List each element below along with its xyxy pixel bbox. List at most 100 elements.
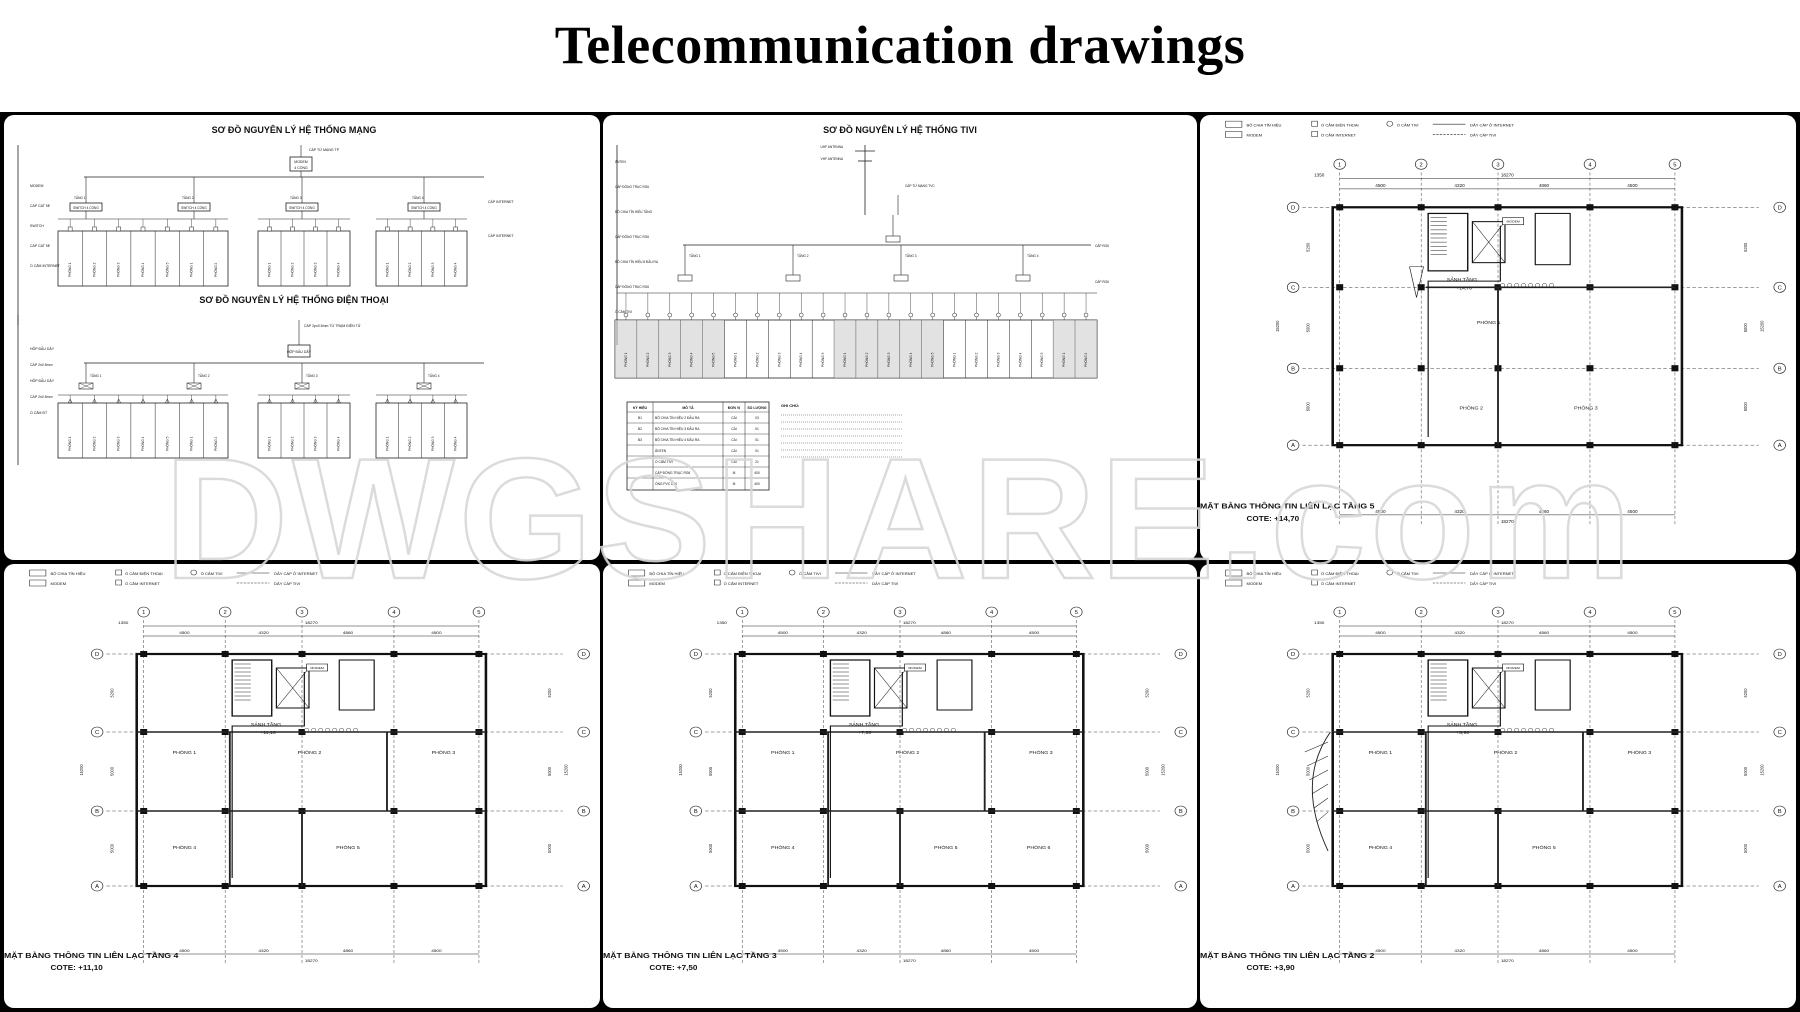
structural-column <box>1336 204 1344 211</box>
grid-col-label: 2 <box>1420 610 1423 616</box>
structural-column <box>1417 204 1425 211</box>
grid-bubble-row-r <box>577 726 590 738</box>
legend-tv: Ổ CẮM TIVI <box>1397 123 1419 128</box>
grid-bubble-row-r <box>1773 201 1786 213</box>
outer-wall <box>1331 206 1684 447</box>
room-label: PHÒNG 3 <box>1029 749 1053 755</box>
internet-outlet-icon <box>313 226 318 232</box>
grid-row-label: B <box>694 809 698 815</box>
grid-bubble-row-r <box>1773 648 1786 660</box>
structural-column <box>390 651 398 657</box>
grid-row-label-r: D <box>1179 652 1183 658</box>
junction-cross <box>294 382 310 390</box>
tv-outlet-icon <box>733 312 738 318</box>
modem-plan-label: MODEM <box>908 666 922 670</box>
row-label: CÁP CAT 5E <box>30 244 51 248</box>
legend-tv: Ổ CẮM TIVI <box>799 571 821 576</box>
grid-bubble <box>472 606 486 618</box>
dim-side: 5000 <box>109 844 114 853</box>
structural-column <box>1671 365 1679 372</box>
tv-room-label: PHÒNG 1 <box>952 352 957 367</box>
from-exchange-label: CÁP 2px0.5mm TỪ TRẠM ĐIỆN TỬ <box>304 323 361 328</box>
tv-room-label: PHÒNG 3 <box>886 352 891 367</box>
modem-icon <box>1502 663 1524 672</box>
legend-modem-icon <box>1225 579 1243 587</box>
legend-tv-icon <box>788 569 796 576</box>
internet-outlet-icon <box>116 226 121 232</box>
legend-cell: CÁI <box>731 460 737 464</box>
dim-side-r: 5000 <box>1743 402 1748 412</box>
phone-row-label: Ổ CẮM ĐT <box>30 410 48 415</box>
legend-internet-icon <box>1311 131 1318 137</box>
grid-row-label-r: D <box>1778 652 1782 658</box>
room-label: PHÒNG 4 <box>173 844 197 850</box>
modem-label: MODEM <box>294 160 308 164</box>
legend-cable-internet: DÂY CÁP Ở INTERNET <box>274 571 318 576</box>
title-band <box>0 0 1800 112</box>
structural-column <box>988 651 996 657</box>
room-label: PHÒNG 2 <box>1459 405 1483 412</box>
phone-room-label: PHÒNG 2 <box>91 436 96 451</box>
legend-phone: Ổ CẮM ĐIỆN THOẠI <box>724 571 762 576</box>
row-label: Ổ CẮM INTERNET <box>30 263 61 268</box>
grid-row-label: C <box>1291 730 1295 736</box>
tv-row-label: BỘ CHIA TÍN HIỆU 8 ĐẦU RA <box>615 259 659 264</box>
tv-outlet-icon <box>996 312 1001 318</box>
legend-cell: CÁP ĐỒNG TRỤC RG6 <box>655 470 690 475</box>
room-label: PHÒNG 5 <box>1532 844 1556 850</box>
dim-side-r: 5000 <box>1144 767 1149 776</box>
grid-bubble-row-r <box>1773 726 1786 738</box>
grid-bubble-row-r <box>577 648 590 660</box>
tv-outlet-icon <box>952 312 957 318</box>
grid-col-label: 2 <box>822 610 825 616</box>
tv-outlet-icon <box>820 312 826 318</box>
grid-bubble-row <box>689 726 702 738</box>
modem-icon <box>904 663 926 672</box>
grid-bubble <box>1668 606 1682 618</box>
elevator-x <box>276 667 310 709</box>
hatched-room <box>636 320 659 378</box>
room-label: PHÒNG 2 <box>298 749 322 755</box>
dim-seg-b: 4500 <box>179 948 190 953</box>
grid-row-label: C <box>1291 286 1295 292</box>
legend-phone-icon <box>1311 120 1318 127</box>
grid-row-label: A <box>1291 443 1295 449</box>
hatched-room <box>658 320 681 378</box>
grid-row-label-r: C <box>1179 730 1183 736</box>
grid-bubble-row-r <box>1773 805 1786 817</box>
outer-wall <box>733 652 1085 888</box>
grid-row-label-r: B <box>1778 367 1782 373</box>
legend-modem: MODEM <box>51 582 67 586</box>
dim-offset: 1350 <box>717 620 728 625</box>
grid-bubble <box>1583 606 1597 618</box>
legend-modem: MODEM <box>1247 134 1263 138</box>
legend-cell: 01 <box>755 449 759 453</box>
grid-bubble-row-r <box>577 880 590 892</box>
legend-header: MÔ TẢ <box>682 405 694 410</box>
grid-bubble <box>387 606 401 618</box>
phone-room-label: PHÒNG 4 <box>453 436 458 451</box>
internet-outlet-icon <box>385 226 390 232</box>
legend-phone: Ổ CẮM ĐIỆN THOẠI <box>125 571 163 576</box>
dim-side-total-r: 15200 <box>1759 764 1764 776</box>
dim-seg-b: 4500 <box>1627 948 1638 953</box>
legend-internet: Ổ CẮM INTERNET <box>1321 581 1356 586</box>
phone-room-label: PHÒNG 2 <box>407 436 412 451</box>
splitter-icon <box>785 274 801 282</box>
stair-core <box>1427 212 1469 272</box>
legend-tv-icon <box>1386 569 1393 576</box>
structural-column <box>1336 284 1344 291</box>
tv-outlet-icon <box>667 312 673 318</box>
internet-outlet-icon <box>290 226 295 232</box>
dim-total-b: 18270 <box>305 958 319 963</box>
structural-column <box>1586 651 1594 657</box>
outer-wall <box>1331 652 1684 888</box>
phone-outlet-icon <box>336 398 341 404</box>
structural-column <box>1417 651 1425 657</box>
modem-ports: 4 CỔNG <box>294 165 308 170</box>
